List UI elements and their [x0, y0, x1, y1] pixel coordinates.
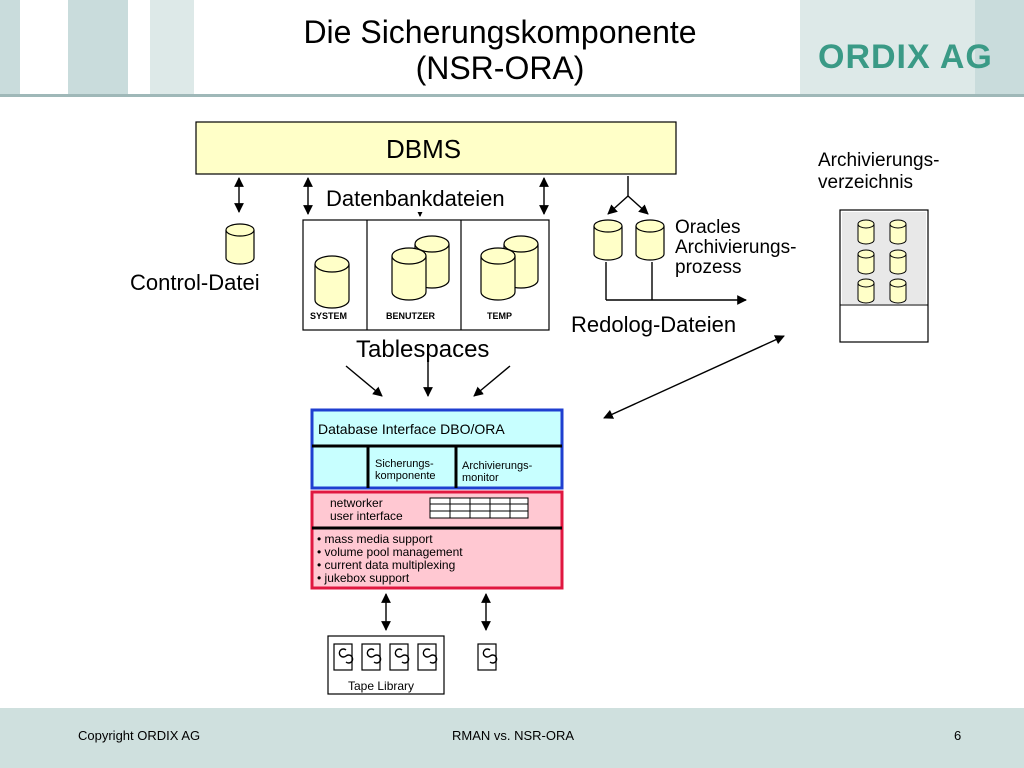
footer-page-number: 6 — [954, 728, 962, 743]
arrow-redo-left — [607, 195, 629, 215]
title-line-1: Die Sicherungskomponente — [303, 14, 697, 50]
control-file-label: Control-Datei — [130, 270, 260, 295]
archive-directory-label: Archivierungs- verzeichnis — [818, 150, 939, 194]
benutzer-cylinder-front — [391, 247, 427, 301]
footer-copyright: Copyright ORDIX AG — [78, 728, 201, 743]
networker-grid — [429, 497, 529, 519]
sicherung-line-2: komponente — [375, 470, 436, 482]
header-stripe — [150, 0, 194, 95]
control-file-cylinder — [225, 223, 255, 265]
arrow-ts-right — [473, 365, 511, 397]
archive-monitor-line-2: monitor — [462, 472, 499, 484]
archive-directory-line-2: verzeichnis — [818, 172, 914, 193]
archive-directory-line-1: Archivierungs- — [818, 150, 940, 171]
db-interface-label: Database Interface DBO/ORA — [318, 421, 505, 437]
redolog-label: Redolog-Dateien — [571, 312, 737, 337]
tape-library-label: Tape Library — [348, 679, 415, 693]
header-rule — [0, 94, 1024, 97]
oracle-archiver-line-1: Oracles — [675, 217, 741, 238]
company-logo: ORDIX AG — [818, 38, 993, 76]
sicherungskomponente-label: Sicherungs- komponente — [375, 458, 436, 482]
networker-line-2: user interface — [330, 509, 403, 523]
slide-header — [0, 0, 1024, 97]
redolog-cylinder-1 — [593, 219, 623, 261]
networker-label: networker user interface — [330, 497, 403, 523]
ts-benutzer-label: BENUTZER — [386, 311, 435, 321]
oracle-archiver-line-3: prozess — [675, 257, 742, 278]
arrow-ts-left — [345, 365, 383, 397]
ts-system-label: SYSTEM — [310, 311, 348, 321]
header-stripe — [0, 0, 20, 95]
feature-item: • mass media support — [317, 532, 433, 546]
sicherung-line-1: Sicherungs- — [375, 458, 434, 470]
feature-item: • volume pool management — [317, 545, 463, 559]
footer-topic: RMAN vs. NSR-ORA — [452, 728, 575, 743]
header-stripe — [68, 0, 128, 95]
networker-line-1: networker — [330, 496, 383, 510]
feature-list: • mass media support • volume pool manag… — [317, 533, 463, 585]
tablespaces-label: Tablespaces — [356, 336, 490, 363]
oracle-archiver-line-2: Archivierungs- — [675, 237, 797, 258]
db-interface-box — [310, 408, 564, 490]
ts-temp-label: TEMP — [487, 311, 513, 321]
arrow-redo-interface — [603, 335, 785, 419]
header-stripe — [975, 0, 1024, 95]
temp-cylinder-front — [480, 247, 516, 301]
archive-monitor-line-1: Archivierungs- — [462, 460, 533, 472]
dbms-box — [195, 121, 677, 175]
datafiles-label: Datenbankdateien — [324, 186, 507, 212]
system-cylinder — [314, 255, 350, 309]
dbms-label: DBMS — [386, 134, 462, 164]
feature-item: • current data multiplexing — [317, 558, 456, 572]
arrow-redo-right — [627, 195, 649, 215]
title-line-2: (NSR-ORA) — [415, 50, 585, 86]
oracle-archiver-label: Oracles Archivierungs- prozess — [675, 218, 796, 278]
archive-monitor-label: Archivierungs- monitor — [462, 460, 532, 484]
slide-title: Die Sicherungskomponente (NSR-ORA) — [0, 14, 1000, 86]
redolog-cylinder-2 — [635, 219, 665, 261]
feature-item: • jukebox support — [317, 571, 410, 585]
slide-footer — [0, 708, 1024, 768]
